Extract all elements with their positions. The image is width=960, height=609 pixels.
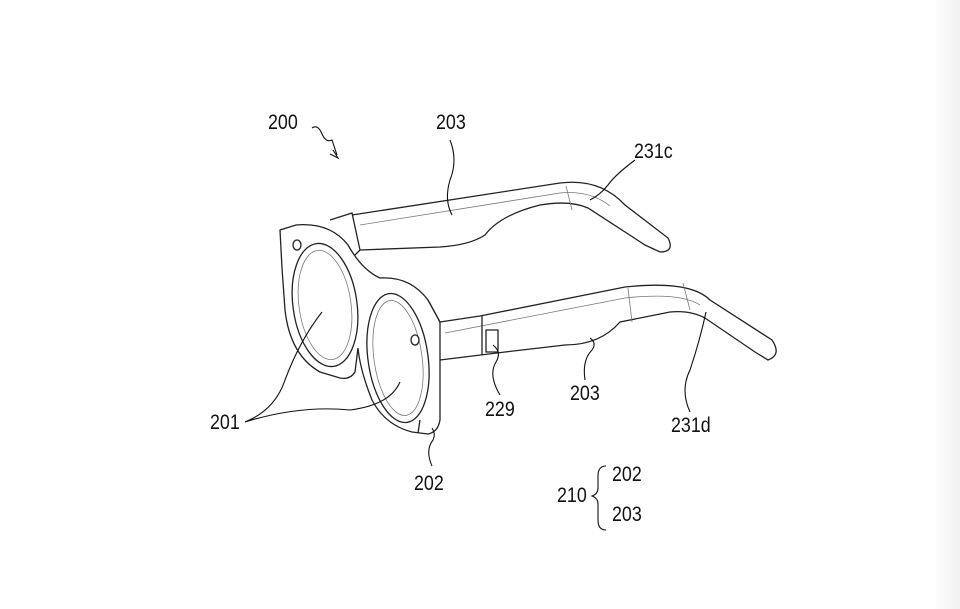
label-group-item-1: 202 [612, 463, 642, 486]
label-temple-top: 203 [436, 111, 466, 134]
label-temple-bottom: 203 [570, 382, 600, 405]
temple-back [351, 181, 671, 253]
label-device: 200 [268, 111, 298, 134]
label-temple-end-bottom: 231d [671, 414, 711, 437]
label-hinge: 229 [485, 398, 515, 421]
front-frame [279, 224, 441, 435]
label-frame: 202 [414, 472, 444, 495]
label-group: 210 [557, 484, 587, 507]
label-lenses: 201 [210, 411, 240, 434]
leader-lines [244, 126, 707, 531]
label-group-item-2: 203 [612, 503, 642, 526]
temple-front [439, 282, 777, 361]
page-edge-shadow [932, 0, 960, 609]
label-temple-end-top: 231c [634, 140, 673, 163]
